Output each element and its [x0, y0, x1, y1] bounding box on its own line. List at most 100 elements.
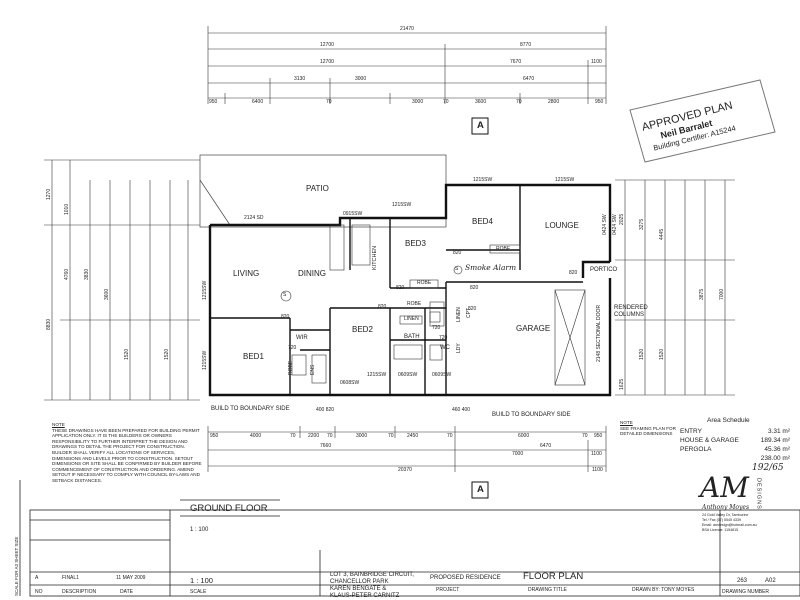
room-portico: PORTICO — [590, 267, 618, 273]
door-820-d: 820 — [470, 285, 479, 291]
window-0609sw-a: 0609SW — [398, 372, 418, 378]
header-drawing-number: DRAWING NUMBER — [722, 589, 770, 595]
window-1215sw-f: 1215SW — [202, 350, 208, 370]
door-820-a: 820 — [281, 314, 290, 320]
logo-phone: Tel / Fax (07) 5545 4339 — [702, 518, 741, 522]
header-drawing-title: DRAWING TITLE — [528, 587, 567, 593]
dim-top-row5-h: 2800 — [548, 99, 560, 105]
dim-left-f: 3600 — [104, 288, 110, 300]
door-720-b: 720 — [432, 325, 441, 331]
drawing-number: 263 — [737, 578, 748, 584]
dim-bottom-row2-c: 6470 — [540, 443, 552, 449]
area-value: 45.36 m² — [764, 445, 790, 453]
door-820-e: 820 — [453, 250, 462, 256]
dim-bottom-g: 70 — [388, 433, 394, 439]
ground-floor-scale: 1 : 100 — [190, 527, 209, 533]
header-scale: SCALE — [190, 589, 207, 595]
dim-left-a: 1270 — [46, 188, 52, 200]
dim-bottom-i: 70 — [447, 433, 453, 439]
designer-logo: AM DESIGNS Anthony Moyes 24 Gold Valley … — [700, 474, 800, 536]
dim-top-row4-c: 6470 — [523, 76, 535, 82]
dim-bottom-b: 4000 — [250, 433, 262, 439]
dim-small-above-left: 400 820 — [316, 407, 335, 413]
dim-right-d: 7000 — [719, 288, 725, 300]
area-row-house: HOUSE & GARAGE 189.34 m² — [680, 437, 790, 444]
area-row-total: 238.00 m² — [680, 455, 790, 462]
scale-value: 1 : 100 — [190, 576, 213, 585]
boundary-label-right: BUILD TO BOUNDARY SIDE — [492, 412, 571, 418]
framing-note: NOTE SEE FRAMING PLAN FOR DETAILED DIMEN… — [620, 420, 678, 437]
dim-bottom-f: 3000 — [356, 433, 368, 439]
area-value: 238.00 m² — [760, 454, 790, 462]
drawn-by: DRAWN BY: TONY MOYES — [632, 587, 695, 593]
window-0424sw-a: 0424 SW — [602, 214, 608, 235]
header-description: DESCRIPTION — [62, 589, 97, 595]
room-robe-4: ROBE — [288, 360, 294, 375]
builder-note-title: NOTE — [52, 422, 65, 427]
builder-note: NOTE THESE DRAWINGS HAVE BEEN PREPARED F… — [52, 422, 204, 484]
drawing-revision: A02 — [765, 578, 776, 584]
garage-sectional-door: 2148 SECTIONAL DOOR — [596, 304, 602, 362]
dim-top-row4-a: 3130 — [294, 76, 306, 82]
dim-bottom-l: 950 — [594, 433, 603, 439]
dim-left-g: 1520 — [124, 348, 130, 360]
dim-left-e: 8830 — [46, 318, 52, 330]
handwritten-area: 192/65 — [752, 463, 784, 473]
project-lot-2: CHANCELLOR PARK — [330, 579, 389, 585]
dim-small-above-right: 460 400 — [452, 407, 471, 413]
window-1215sw-c: 1215SW — [555, 177, 575, 183]
room-patio: PATIO — [306, 184, 329, 193]
dim-top-row5-f: 3600 — [475, 99, 487, 105]
dim-top-row5-c: 70 — [326, 99, 332, 105]
room-ens: ENS — [310, 364, 316, 375]
smoke-alarm-note: Smoke Alarm — [465, 263, 517, 272]
window-0424sw-b: 0424 SW — [612, 214, 618, 235]
dim-top-row3-left: 12700 — [320, 59, 334, 65]
dim-top-row5-g: 70 — [516, 99, 522, 105]
dim-right-g: 1520 — [659, 348, 665, 360]
smoke-alarm-symbol-2: S — [283, 292, 287, 298]
area-label: HOUSE & GARAGE — [680, 436, 739, 444]
logo-side-letters: DESIGNS — [755, 478, 762, 510]
dim-top-row3-right: 1100 — [591, 59, 602, 65]
window-1215sw-d: 1215SW — [367, 372, 387, 378]
door-720-a: 720 — [288, 345, 297, 351]
room-living: LIVING — [233, 269, 260, 278]
dim-left-d: 3830 — [84, 268, 90, 280]
dim-bottom-c: 70 — [290, 433, 296, 439]
room-bed3: BED3 — [405, 239, 426, 248]
room-bed2: BED2 — [352, 325, 373, 334]
dim-bottom-d: 2200 — [308, 433, 320, 439]
rendered-columns-note: RENDERED COLUMNS — [614, 305, 648, 318]
dim-top-row5-b: 6400 — [252, 99, 264, 105]
dim-bottom-overall: 20370 — [398, 467, 412, 473]
dim-right-b: 3275 — [639, 218, 645, 230]
revision-no: A — [35, 575, 39, 581]
dim-top-row2-right: 8770 — [520, 42, 532, 48]
dim-top-row5-d: 3000 — [412, 99, 424, 105]
framing-note-title: NOTE — [620, 420, 633, 425]
revision-date: 11 MAY 2009 — [116, 575, 146, 581]
dim-bottom-row2-a: 7660 — [320, 443, 332, 449]
dim-top-row5-e: 70 — [443, 99, 449, 105]
logo-name: Anthony Moyes — [702, 504, 750, 511]
window-0608sw: 0608SW — [340, 380, 360, 386]
framing-note-body: SEE FRAMING PLAN FOR DETAILED DIMENSIONS — [620, 425, 676, 437]
dim-top-row5-a: 950 — [209, 99, 218, 105]
section-marker-top: A — [477, 120, 484, 131]
smoke-alarm-symbol: S — [455, 266, 459, 272]
room-lounge: LOUNGE — [545, 221, 579, 230]
room-laundry: LDY — [456, 343, 462, 353]
dim-bottom-row2-d: 1100 — [591, 451, 602, 457]
dim-bottom-e: 70 — [327, 433, 333, 439]
header-project: PROJECT — [436, 587, 460, 593]
header-no: NO — [35, 589, 43, 595]
boundary-label-left: BUILD TO BOUNDARY SIDE — [211, 406, 290, 412]
dim-top-row3-mid: 7670 — [510, 59, 522, 65]
door-720-c: 720 — [439, 335, 448, 341]
room-linen: LINEN — [404, 316, 419, 322]
project-lot: LOT 3, BAINBRIDGE CIRCUIT, — [330, 572, 414, 578]
logo-mark: AM — [700, 471, 749, 504]
room-bed4: BED4 — [472, 217, 493, 226]
